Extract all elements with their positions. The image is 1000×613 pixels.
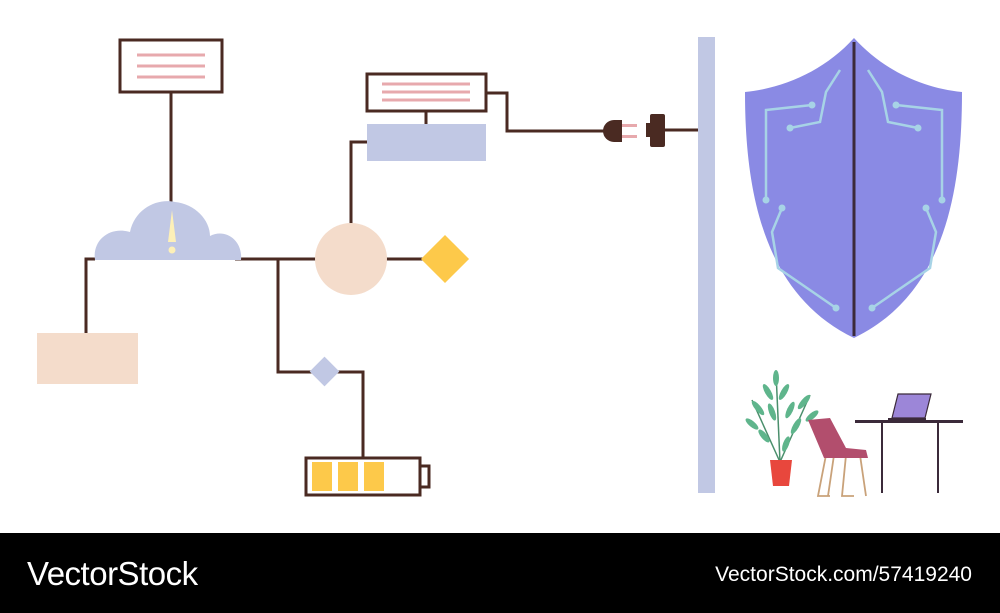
shield-icon <box>745 38 962 338</box>
divider-wall <box>698 37 715 493</box>
hub-circle <box>315 223 387 295</box>
power-plug-icon <box>603 120 637 142</box>
cloud-alert-icon <box>94 201 242 260</box>
security-network-illustration <box>37 37 963 497</box>
blue-panel <box>367 124 486 161</box>
chair-icon <box>808 418 868 497</box>
desk-icon <box>855 420 963 493</box>
power-socket-icon <box>646 114 665 147</box>
watermark-footer: VectorStock VectorStock.com/57419240 <box>0 533 1000 613</box>
note-card-top-left <box>118 38 224 94</box>
connector-lines <box>84 91 700 460</box>
brand-logo: VectorStock <box>27 555 198 592</box>
potted-plant-icon <box>745 370 819 486</box>
battery-icon <box>304 456 431 497</box>
footer-url: VectorStock.com/57419240 <box>715 563 972 586</box>
note-card-top-middle <box>365 72 488 113</box>
yellow-diamond <box>420 234 470 284</box>
circuit-lines <box>764 69 944 310</box>
peach-block <box>37 333 138 384</box>
blue-diamond <box>309 356 340 387</box>
laptop-icon <box>888 393 932 421</box>
